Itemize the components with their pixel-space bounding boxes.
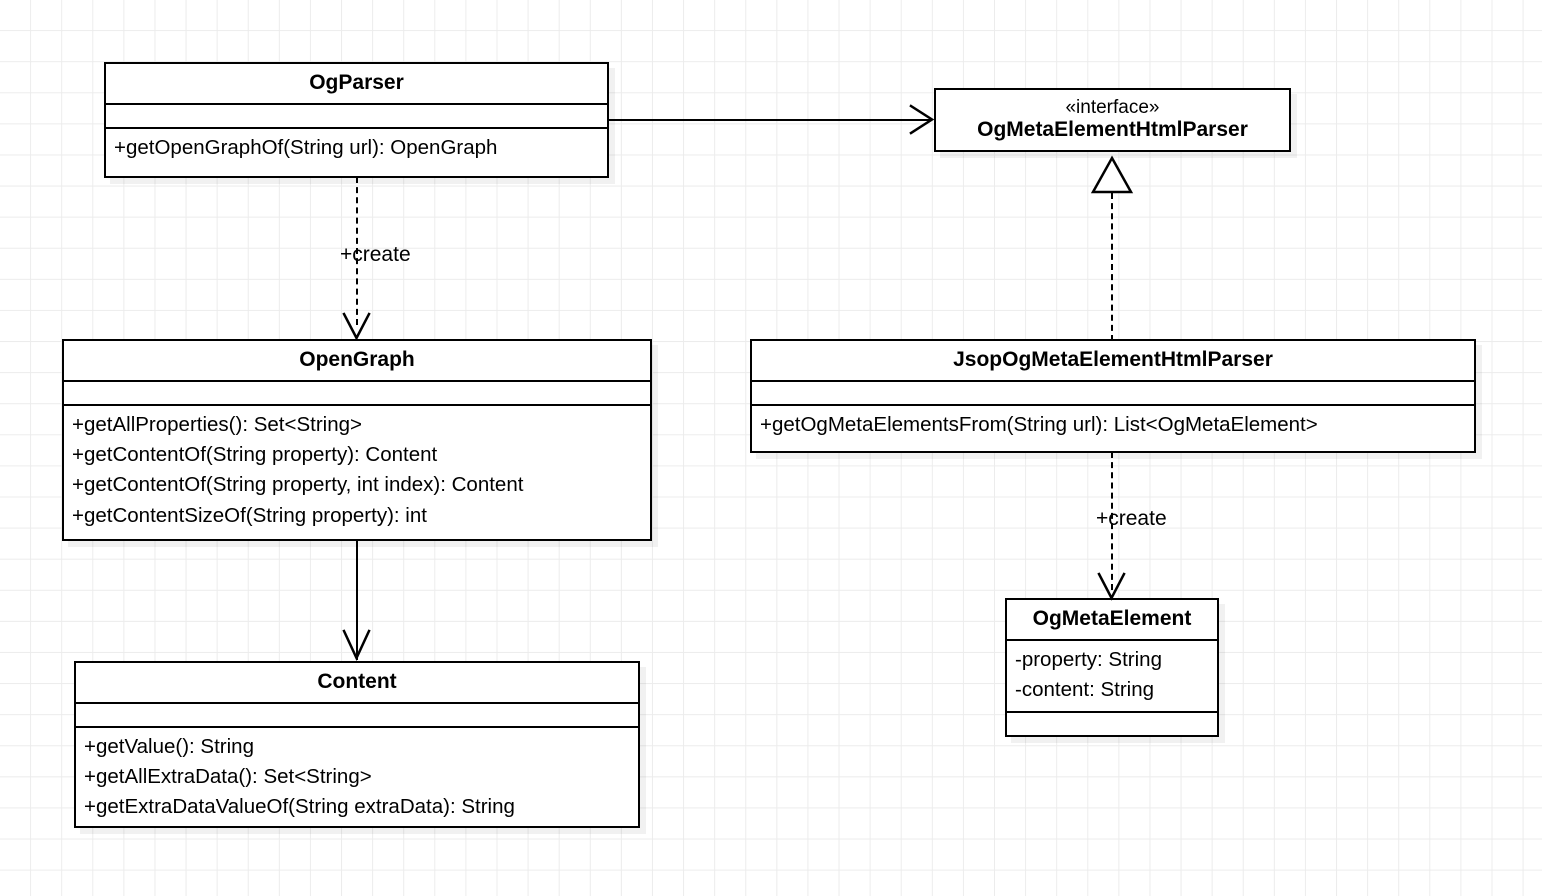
class-title-content: Content (76, 663, 638, 702)
edge-jsop-realizes-interface-line (1111, 193, 1113, 341)
class-method-row: +getContentOf(String property, int index… (72, 473, 524, 497)
class-method-row: +getOpenGraphOf(String url): OpenGraph (114, 136, 498, 160)
class-methods-ogmetaelement (1007, 713, 1217, 735)
class-title-ogmetaelementhtmlparser: «interface» OgMetaElementHtmlParser (936, 90, 1289, 150)
edge-ogparser-to-interface-arrowhead (909, 104, 935, 135)
edge-ogparser-creates-opengraph-line (356, 177, 358, 325)
class-method-row: +getContentSizeOf(String property): int (72, 503, 427, 527)
class-box-ogmetaelementhtmlparser[interactable]: «interface» OgMetaElementHtmlParser (934, 88, 1291, 152)
class-box-ogmetaelement[interactable]: OgMetaElement -property: String -content… (1005, 598, 1219, 737)
class-name-content: Content (317, 670, 397, 693)
edge-jsop-creates-ogmetaelement-line (1111, 452, 1113, 590)
class-name-ogparser: OgParser (309, 71, 404, 94)
edge-opengraph-to-content-line (356, 540, 358, 660)
class-box-content[interactable]: Content +getValue(): String +getAllExtra… (74, 661, 640, 828)
class-title-opengraph: OpenGraph (64, 341, 650, 380)
class-separator (752, 380, 1474, 383)
class-method-row: +getAllExtraData(): Set<String> (84, 765, 372, 789)
class-box-opengraph[interactable]: OpenGraph +getAllProperties(): Set<Strin… (62, 339, 652, 541)
class-separator (64, 404, 650, 407)
class-method-row: +getValue(): String (84, 735, 254, 759)
class-name-jsopogmetaelementhtmlparser: JsopOgMetaElementHtmlParser (953, 348, 1273, 371)
edge-opengraph-to-content-arrowhead (342, 629, 371, 661)
edge-jsop-creates-ogmetaelement-arrowhead (1097, 572, 1126, 601)
class-stereotype-interface: «interface» (1065, 97, 1160, 118)
class-name-opengraph: OpenGraph (299, 348, 415, 371)
class-methods-content: +getValue(): String +getAllExtraData(): … (76, 728, 638, 828)
class-attributes-content (76, 704, 638, 726)
class-title-ogmetaelement: OgMetaElement (1007, 600, 1217, 639)
class-separator (1007, 639, 1217, 642)
edge-jsop-realizes-interface-triangle (1090, 155, 1134, 194)
class-separator (1007, 711, 1217, 714)
class-box-jsopogmetaelementhtmlparser[interactable]: JsopOgMetaElementHtmlParser +getOgMetaEl… (750, 339, 1476, 453)
class-method-row: +getAllProperties(): Set<String> (72, 413, 362, 437)
class-attributes-opengraph (64, 382, 650, 404)
class-title-ogparser: OgParser (106, 64, 607, 103)
class-attributes-ogparser (106, 105, 607, 127)
edge-ogparser-creates-opengraph-arrowhead (342, 312, 371, 341)
class-box-ogparser[interactable]: OgParser +getOpenGraphOf(String url): Op… (104, 62, 609, 178)
class-separator (64, 380, 650, 383)
class-separator (76, 702, 638, 705)
class-method-row: +getContentOf(String property): Content (72, 443, 438, 467)
class-separator (106, 103, 607, 106)
class-separator (106, 127, 607, 130)
class-method-row: +getOgMetaElementsFrom(String url): List… (760, 413, 1318, 437)
class-name-ogmetaelementhtmlparser: OgMetaElementHtmlParser (977, 118, 1248, 142)
class-separator (752, 404, 1474, 407)
class-methods-jsopogmetaelementhtmlparser: +getOgMetaElementsFrom(String url): List… (752, 406, 1474, 446)
class-attributes-jsopogmetaelementhtmlparser (752, 382, 1474, 404)
class-title-jsopogmetaelementhtmlparser: JsopOgMetaElementHtmlParser (752, 341, 1474, 380)
class-methods-ogparser: +getOpenGraphOf(String url): OpenGraph (106, 129, 607, 169)
class-name-ogmetaelement: OgMetaElement (1032, 607, 1192, 630)
class-attribute-row: -content: String (1015, 678, 1155, 702)
class-method-row: +getExtraDataValueOf(String extraData): … (84, 795, 515, 819)
edge-label-create-opengraph: +create (340, 243, 411, 266)
edge-ogparser-to-interface-line (608, 119, 930, 121)
class-attribute-row: -property: String (1015, 648, 1162, 672)
edge-label-create-ogmetaelement: +create (1096, 507, 1167, 530)
class-attributes-ogmetaelement: -property: String -content: String (1007, 641, 1217, 711)
class-methods-opengraph: +getAllProperties(): Set<String> +getCon… (64, 406, 650, 537)
class-separator (76, 726, 638, 729)
